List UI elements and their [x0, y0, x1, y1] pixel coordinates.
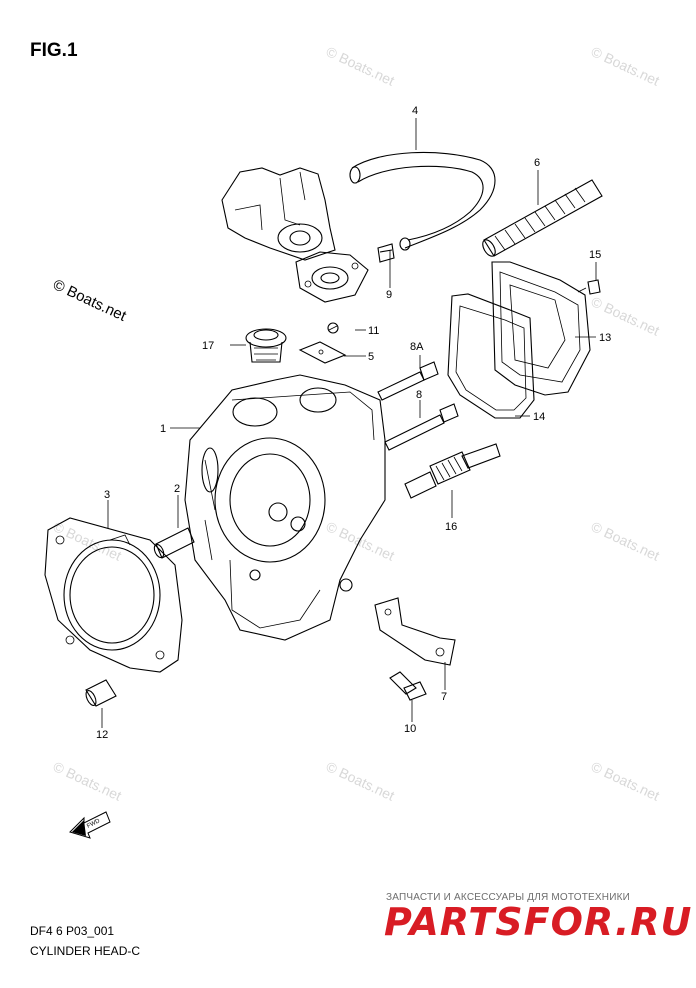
watermark-7: © Boats.net — [324, 758, 397, 804]
callout-4: 4 — [412, 105, 418, 117]
watermark-9: © Boats.net — [51, 518, 124, 564]
callout-8a: 8A — [410, 341, 424, 353]
watermark-8: © Boats.net — [589, 758, 662, 804]
part-10-bolt — [389, 671, 427, 701]
callout-8: 8 — [416, 389, 422, 401]
fwd-arrow-icon: FWD — [69, 811, 111, 839]
watermark-prominent: © Boats.net — [50, 276, 129, 325]
callout-2: 2 — [174, 483, 180, 495]
part-14-gasket — [447, 293, 535, 419]
callout-9: 9 — [386, 289, 392, 301]
callout-5: 5 — [368, 351, 374, 363]
callout-12: 12 — [96, 729, 108, 741]
part-8-bolt — [384, 403, 459, 451]
part-15-bolt — [577, 279, 601, 295]
watermark-4: © Boats.net — [324, 518, 397, 564]
part-9-clip — [377, 243, 395, 263]
part-1-cylinder-head — [184, 374, 386, 641]
figure-code: DF4 6 P03_001 — [30, 924, 115, 938]
callout-7: 7 — [441, 691, 447, 703]
figure-title: FIG.1 — [30, 40, 78, 61]
watermark-5: © Boats.net — [589, 518, 662, 564]
part-17-thermostat — [245, 328, 287, 363]
part-5-plate — [298, 341, 347, 364]
callout-13: 13 — [599, 332, 611, 344]
part-4-hose — [349, 151, 496, 251]
callout-10: 10 — [404, 723, 416, 735]
watermark-6: © Boats.net — [51, 758, 124, 804]
part-11-screw — [327, 322, 339, 334]
callout-17: 17 — [202, 340, 214, 352]
callout-labels: 4 6 15 9 11 5 17 8A 8 13 14 1 2 3 16 7 1… — [96, 105, 611, 741]
part-13-cover — [491, 261, 591, 396]
fwd-label: FWD — [86, 818, 101, 830]
figure-name: CYLINDER HEAD-C — [30, 944, 141, 958]
callout-16: 16 — [445, 521, 457, 533]
part-7-bracket — [374, 597, 456, 666]
watermark-1: © Boats.net — [324, 43, 397, 89]
leader-lines — [101, 118, 597, 728]
callout-1: 1 — [160, 423, 166, 435]
part-3-head-gasket — [44, 517, 183, 673]
callout-3: 3 — [104, 489, 110, 501]
part-16-spark-plug — [404, 443, 501, 499]
callout-14: 14 — [533, 411, 545, 423]
part-6-spring — [482, 179, 603, 257]
part-12-dowel — [85, 679, 117, 707]
shop-logo: PARTSFOR.RU — [384, 900, 693, 944]
callout-11: 11 — [368, 325, 379, 337]
watermark-2: © Boats.net — [589, 43, 662, 89]
part-8a-bolt — [377, 361, 439, 401]
part-2-dowel — [153, 527, 195, 559]
watermark-group: © Boats.net © Boats.net © Boats.net © Bo… — [50, 43, 662, 804]
top-cover-assembly — [221, 167, 369, 303]
callout-6: 6 — [534, 157, 540, 169]
shop-tagline: ЗАПЧАСТИ И АКСЕССУАРЫ ДЛЯ МОТОТЕХНИКИ — [386, 892, 631, 903]
callout-15: 15 — [589, 249, 601, 261]
